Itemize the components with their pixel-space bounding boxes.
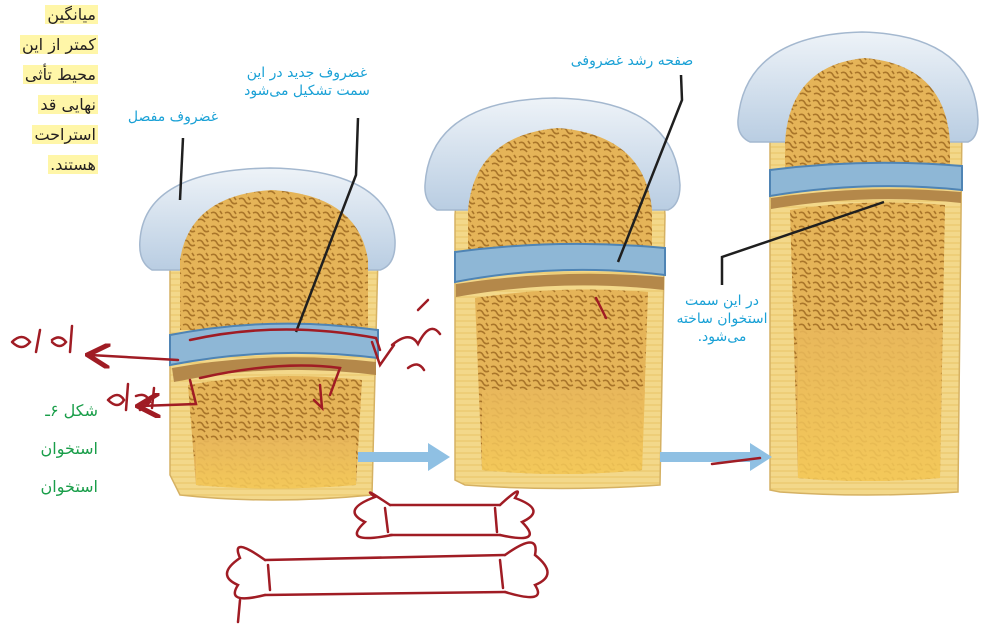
bone-stage-2	[425, 98, 680, 489]
label-new-bone: در این سمت استخوان ساخته می‌شود.	[672, 292, 772, 346]
label-articular-cartilage: غضروف مفصل	[108, 108, 238, 126]
handwritten-arrow-left-upper	[90, 355, 178, 360]
label-growth-plate: صفحه رشد غضروفی	[552, 52, 712, 70]
label-new-cartilage: غضروف جدید در این سمت تشکیل می‌شود	[232, 64, 382, 100]
progression-arrow-2	[660, 443, 772, 471]
handwritten-word-left-1	[12, 326, 72, 352]
sketch-bone-short	[355, 491, 534, 538]
handwritten-word-middle	[392, 300, 440, 370]
sketch-bone-long	[227, 543, 548, 623]
bone-stage-3	[738, 32, 978, 495]
